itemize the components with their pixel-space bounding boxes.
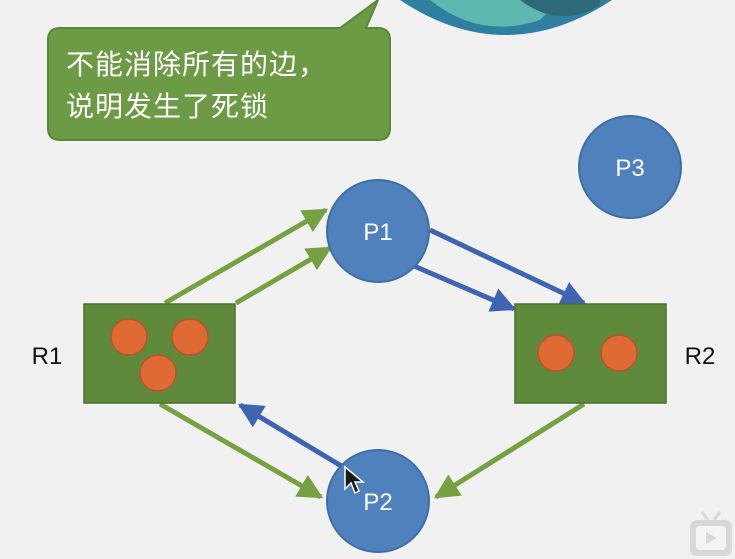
callout-line-1: 不能消除所有的边， [66, 48, 328, 81]
process-p3: P3 [578, 115, 682, 219]
edge-r1-p1-b [234, 245, 333, 306]
edge-p1-r2-a [428, 227, 587, 306]
r1-instance [171, 318, 209, 356]
r1-instance [139, 354, 177, 392]
label-r2: R2 [685, 343, 716, 370]
resource-r1 [83, 303, 236, 404]
edge-r1-p2 [158, 401, 324, 500]
edge-r1-p1-a [163, 207, 329, 306]
process-p1: P1 [326, 179, 430, 283]
watermark-tv-icon [690, 511, 732, 556]
r2-instance [600, 334, 638, 372]
resource-r2 [514, 303, 667, 404]
mouse-cursor-icon [344, 465, 366, 495]
edges [158, 207, 587, 500]
callout-text: 不能消除所有的边， 说明发生了死锁 [66, 44, 396, 128]
label-p1: P1 [363, 219, 392, 246]
edge-r2-p2 [433, 401, 586, 500]
label-p3: P3 [615, 155, 644, 182]
process-p2: P2 [326, 449, 430, 553]
edge-p1-r2-b [413, 263, 517, 312]
r2-instance [537, 334, 575, 372]
edge-p2-r1 [237, 402, 345, 470]
callout-bubble [47, 0, 391, 141]
label-r1: R1 [32, 343, 63, 370]
label-p2: P2 [363, 489, 392, 516]
callout-line-2: 说明发生了死锁 [66, 90, 270, 123]
r1-instance [110, 318, 148, 356]
decorative-blob [400, 0, 612, 35]
